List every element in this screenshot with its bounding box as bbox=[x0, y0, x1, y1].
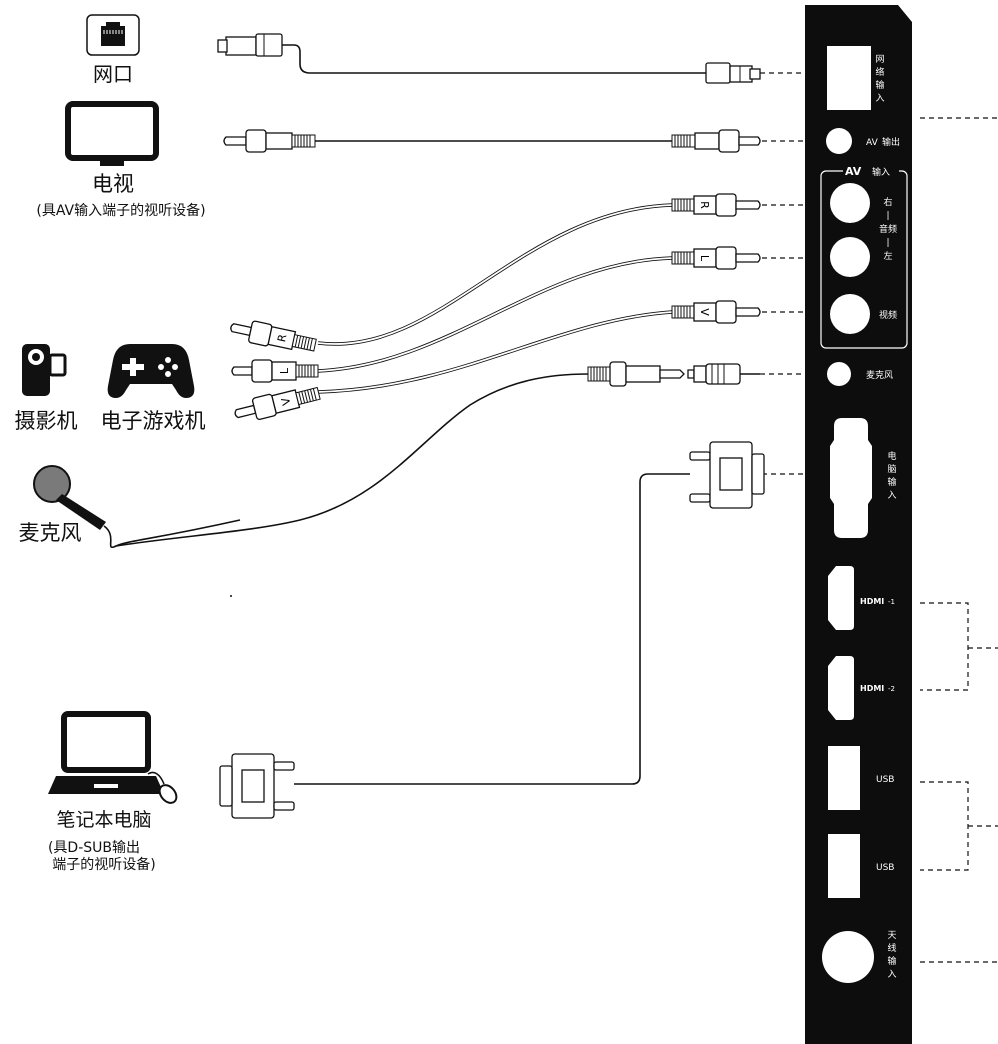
laptop-note-1: (具D-SUB输出 bbox=[48, 840, 140, 856]
rca-plug-l-right: L bbox=[671, 246, 761, 270]
rca-plug-r-right: R bbox=[671, 193, 761, 217]
camcorder-label: 摄影机 bbox=[15, 409, 78, 433]
usb-port-1 bbox=[828, 746, 860, 810]
mic-plug-left bbox=[587, 361, 685, 387]
dashed-leaders bbox=[760, 72, 998, 963]
tv-device: 电视 (具AV输入端子的视听设备) bbox=[36, 101, 206, 219]
av-out-label-suffix: 输出 bbox=[882, 136, 900, 148]
hdmi-port-2 bbox=[828, 656, 854, 720]
network-port-label-1: 网 bbox=[875, 54, 884, 65]
rj45-plug-left bbox=[217, 33, 283, 57]
network-cable bbox=[217, 33, 761, 84]
gamepad-icon bbox=[107, 344, 195, 398]
rca-plug-right bbox=[671, 129, 761, 153]
mic-cable bbox=[115, 361, 760, 547]
antenna-port bbox=[822, 931, 874, 983]
network-port-label-3: 输 bbox=[875, 79, 884, 91]
audio-left-label: 左 bbox=[883, 250, 892, 262]
tv-rear-panel: 网 络 输 入 AV 输出 AV 输入 右 | 音频 | 左 视频 麦克风 电 … bbox=[805, 5, 912, 1044]
rca-plug-v-right: V bbox=[671, 300, 761, 324]
rca-plug-r-left: R bbox=[230, 320, 317, 352]
antenna-label-3: 输 bbox=[887, 955, 896, 967]
hdmi-2-suffix: -2 bbox=[888, 685, 895, 693]
audio-separator-1: | bbox=[886, 211, 889, 221]
av-out-label-prefix: AV bbox=[866, 138, 879, 148]
laptop-label: 笔记本电脑 bbox=[56, 809, 151, 831]
antenna-label-4: 入 bbox=[887, 969, 896, 980]
laptop-icon bbox=[48, 711, 178, 804]
vga-port bbox=[830, 418, 872, 538]
network-port bbox=[827, 46, 871, 110]
camcorder-icon bbox=[22, 344, 67, 396]
vga-plug-right bbox=[689, 441, 765, 509]
video-in-port bbox=[830, 294, 870, 334]
av-in-label-suffix: 输入 bbox=[872, 166, 890, 178]
rj45-plug-right bbox=[705, 62, 761, 84]
audio-separator-2: | bbox=[886, 238, 889, 248]
pc-in-label-2: 脑 bbox=[887, 463, 896, 475]
hdmi-1-suffix: -1 bbox=[888, 598, 895, 606]
pc-in-label-3: 输 bbox=[887, 476, 896, 488]
hdmi-2-logo: HDMI bbox=[860, 684, 884, 693]
antenna-label-2: 线 bbox=[887, 942, 896, 954]
rca-right-letter: R bbox=[698, 201, 711, 209]
rca-left-plug-video-letter: V bbox=[279, 396, 294, 407]
mic-port-label: 麦克风 bbox=[866, 369, 893, 381]
mic-jack-right bbox=[687, 363, 760, 385]
microphone-device: 麦克风 bbox=[19, 465, 241, 549]
pc-in-label-4: 入 bbox=[887, 490, 896, 501]
network-port-label-4: 入 bbox=[875, 93, 884, 104]
audio-right-label: 右 bbox=[883, 196, 892, 208]
laptop-device: 笔记本电脑 (具D-SUB输出 端子的视听设备) bbox=[48, 711, 178, 873]
vga-cable bbox=[219, 441, 765, 819]
network-label: 网口 bbox=[93, 62, 133, 86]
network-port-label-2: 络 bbox=[875, 66, 884, 78]
hdmi-1-logo: HDMI bbox=[860, 597, 884, 606]
ethernet-socket-graphic bbox=[101, 22, 125, 46]
rca-plug-left bbox=[223, 129, 316, 153]
tv-label: 电视 bbox=[92, 172, 134, 196]
camcorder-game-devices: 摄影机 电子游戏机 bbox=[15, 344, 206, 433]
microphone-icon bbox=[33, 465, 241, 549]
laptop-note-2: 端子的视听设备) bbox=[52, 856, 155, 873]
rca-plug-l-left: L bbox=[231, 359, 319, 383]
game-console-label: 电子游戏机 bbox=[101, 409, 206, 433]
rca-left-letter: L bbox=[698, 255, 711, 262]
av-in-label-prefix: AV bbox=[845, 165, 862, 178]
usb-1-label: USB bbox=[876, 775, 894, 785]
microphone-label: 麦克风 bbox=[19, 521, 82, 545]
audio-label: 音频 bbox=[879, 223, 897, 235]
network-device: 网口 bbox=[86, 14, 140, 86]
rca-plugs-right: R L V bbox=[671, 193, 761, 324]
rca-video-letter: V bbox=[698, 308, 711, 316]
vga-plug-left bbox=[219, 753, 295, 819]
tv-icon bbox=[65, 101, 159, 166]
pc-in-label-1: 电 bbox=[887, 450, 896, 462]
rca-plug-v-left: V bbox=[234, 386, 321, 421]
audio-right-port bbox=[830, 183, 870, 223]
rca-left-plug-left-letter: L bbox=[278, 367, 291, 374]
usb-port-2 bbox=[828, 834, 860, 898]
rca-plugs-left: R L V bbox=[230, 320, 321, 421]
video-label: 视频 bbox=[879, 309, 897, 321]
hdmi-port-1 bbox=[828, 566, 854, 630]
audio-left-port bbox=[830, 237, 870, 277]
tv-note: (具AV输入端子的视听设备) bbox=[36, 202, 205, 219]
rca-bundle-cable bbox=[317, 203, 673, 394]
mic-port bbox=[827, 362, 851, 386]
rca-left-plug-right-letter: R bbox=[275, 333, 289, 344]
usb-2-label: USB bbox=[876, 863, 894, 873]
antenna-label-1: 天 bbox=[887, 931, 896, 941]
av-out-port bbox=[826, 128, 852, 154]
av-out-cable bbox=[223, 129, 761, 153]
